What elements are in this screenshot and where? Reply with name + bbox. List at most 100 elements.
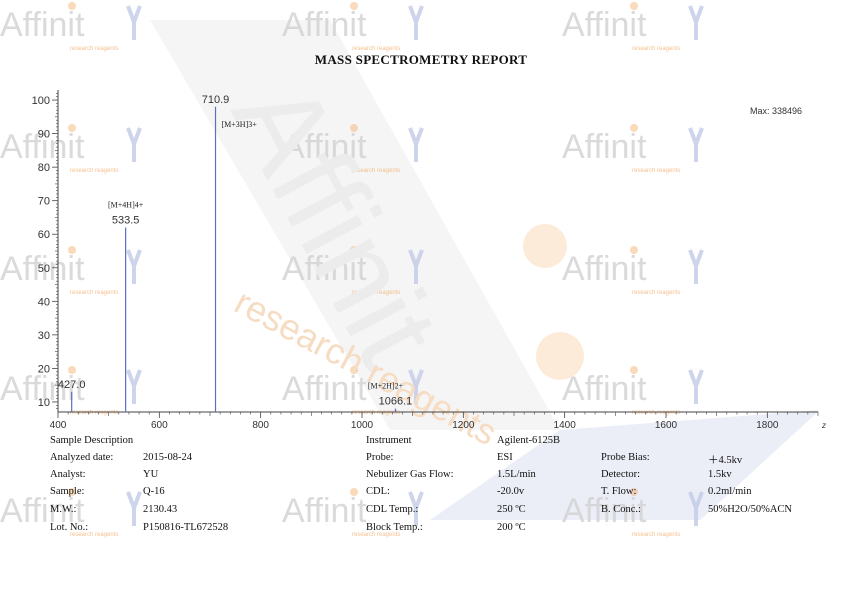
watermark-tagline-text: research reagents <box>70 410 118 416</box>
detector-label: Detector: <box>601 469 641 480</box>
watermark-dot <box>68 366 76 374</box>
probe-value: ESI <box>497 452 513 463</box>
watermark-dot <box>350 2 358 10</box>
x-tick-label: 1600 <box>655 420 678 431</box>
watermark-tagline-text: research reagents <box>352 532 400 538</box>
watermark-tagline-text: research reagents <box>632 168 680 174</box>
watermark-brand-text: Affinit <box>0 6 85 44</box>
watermark-dot <box>630 488 638 496</box>
antibody-icon <box>126 5 142 40</box>
watermark-brand-text: Affinit <box>282 370 367 408</box>
watermark-dot <box>350 246 358 254</box>
watermark-dot <box>68 488 76 496</box>
analyzed-date-value: 2015-08-24 <box>143 452 192 463</box>
y-tick-label: 70 <box>38 196 50 208</box>
antibody-icon <box>688 369 704 404</box>
watermark-brand-text: Affinit <box>562 250 647 288</box>
report-title: MASS SPECTROMETRY REPORT <box>314 52 528 67</box>
max-intensity-label: Max: 338496 <box>750 106 802 116</box>
watermark-logo: Affinit research reagents <box>0 2 142 52</box>
watermark-tagline-text: research reagents <box>70 290 118 296</box>
sample-description-heading: Sample Description <box>50 435 134 446</box>
watermark-dot <box>350 124 358 132</box>
y-tick-label: 90 <box>38 129 50 141</box>
mw-label: M.W.: <box>50 504 77 515</box>
peak-mz-label: 427.0 <box>58 379 86 391</box>
antibody-icon <box>408 491 424 526</box>
cdl-temp-value: 250 ºC <box>497 504 526 515</box>
watermark-brand-text: Affinit <box>0 370 85 408</box>
instrument-label: Instrument <box>366 435 412 446</box>
t-flow-value: 0.2ml/min <box>708 486 752 497</box>
nebulizer-gas-flow-label: Nebulizer Gas Flow: <box>366 469 454 480</box>
watermark-dot <box>350 488 358 496</box>
peak-mz-label: 533.5 <box>112 215 140 227</box>
watermark-dot <box>630 2 638 10</box>
watermark-logo: Affinit research reagents <box>562 488 704 538</box>
antibody-icon <box>408 369 424 404</box>
antibody-icon <box>408 5 424 40</box>
watermark-brand-text: Affinit <box>562 128 647 166</box>
cdl-value: -20.0v <box>497 486 525 497</box>
watermark-blue-band <box>430 410 820 520</box>
antibody-icon <box>126 249 142 284</box>
y-tick-label: 60 <box>38 229 50 241</box>
sample-value: Q-16 <box>143 486 165 497</box>
watermark-brand-text: Affinit <box>282 250 367 288</box>
watermark-logo: Affinit research reagents <box>0 124 142 174</box>
x-tick-label: 800 <box>252 420 269 431</box>
peak-ion-label: [M+2H]2+ <box>368 382 404 391</box>
lot-no-value: P150816-TL672528 <box>143 522 229 533</box>
watermark-brand-text: Affinit <box>562 6 647 44</box>
b-conc-value: 50%H2O/50%ACN <box>708 504 792 515</box>
antibody-icon <box>688 127 704 162</box>
watermark-tagline-text: research reagents <box>352 168 400 174</box>
watermark-brand-text: Affinit <box>562 492 647 530</box>
lot-no-label: Lot. No.: <box>50 522 89 533</box>
antibody-icon <box>126 369 142 404</box>
cdl-temp-label: CDL Temp.: <box>366 504 419 515</box>
probe-bias-value: ＋4.5kv <box>708 455 743 466</box>
x-tick-label: 400 <box>50 420 67 431</box>
b-conc-label: B. Conc.: <box>601 504 641 515</box>
watermark-circle <box>523 224 567 268</box>
watermark-logo: Affinit research reagents <box>562 246 704 296</box>
mw-value: 2130.43 <box>143 504 178 515</box>
x-tick-label: 600 <box>151 420 168 431</box>
watermark-tagline-text: research reagents <box>632 532 680 538</box>
sample-label: Sample: <box>50 486 85 497</box>
watermark-tagline-text: research reagents <box>70 46 118 52</box>
probe-label: Probe: <box>366 452 394 463</box>
x-tick-label: 1800 <box>756 420 779 431</box>
y-tick-label: 40 <box>38 296 50 308</box>
watermark-brand-text: Affinit <box>0 128 85 166</box>
antibody-icon <box>126 491 142 526</box>
watermark-dot <box>68 2 76 10</box>
x-tick-label: 1400 <box>554 420 577 431</box>
antibody-icon <box>688 5 704 40</box>
watermark-tagline-text: research reagents <box>632 290 680 296</box>
watermark-tagline-text: research reagents <box>70 168 118 174</box>
block-temp-label: Block Temp.: <box>366 522 423 533</box>
instrument-value: Agilent-6125B <box>497 435 560 446</box>
y-tick-label: 10 <box>38 397 50 409</box>
watermark-dot <box>350 366 358 374</box>
antibody-icon <box>126 127 142 162</box>
t-flow-label: T. Flow: <box>601 486 637 497</box>
cdl-label: CDL: <box>366 486 390 497</box>
y-tick-label: 20 <box>38 363 50 375</box>
watermark-logo: Affinit research reagents <box>562 124 704 174</box>
analyst-label: Analyst: <box>50 469 86 480</box>
x-tick-label: 1000 <box>351 420 374 431</box>
x-axis-unit-label: z <box>821 421 826 430</box>
peak-mz-label: 710.9 <box>202 94 230 106</box>
